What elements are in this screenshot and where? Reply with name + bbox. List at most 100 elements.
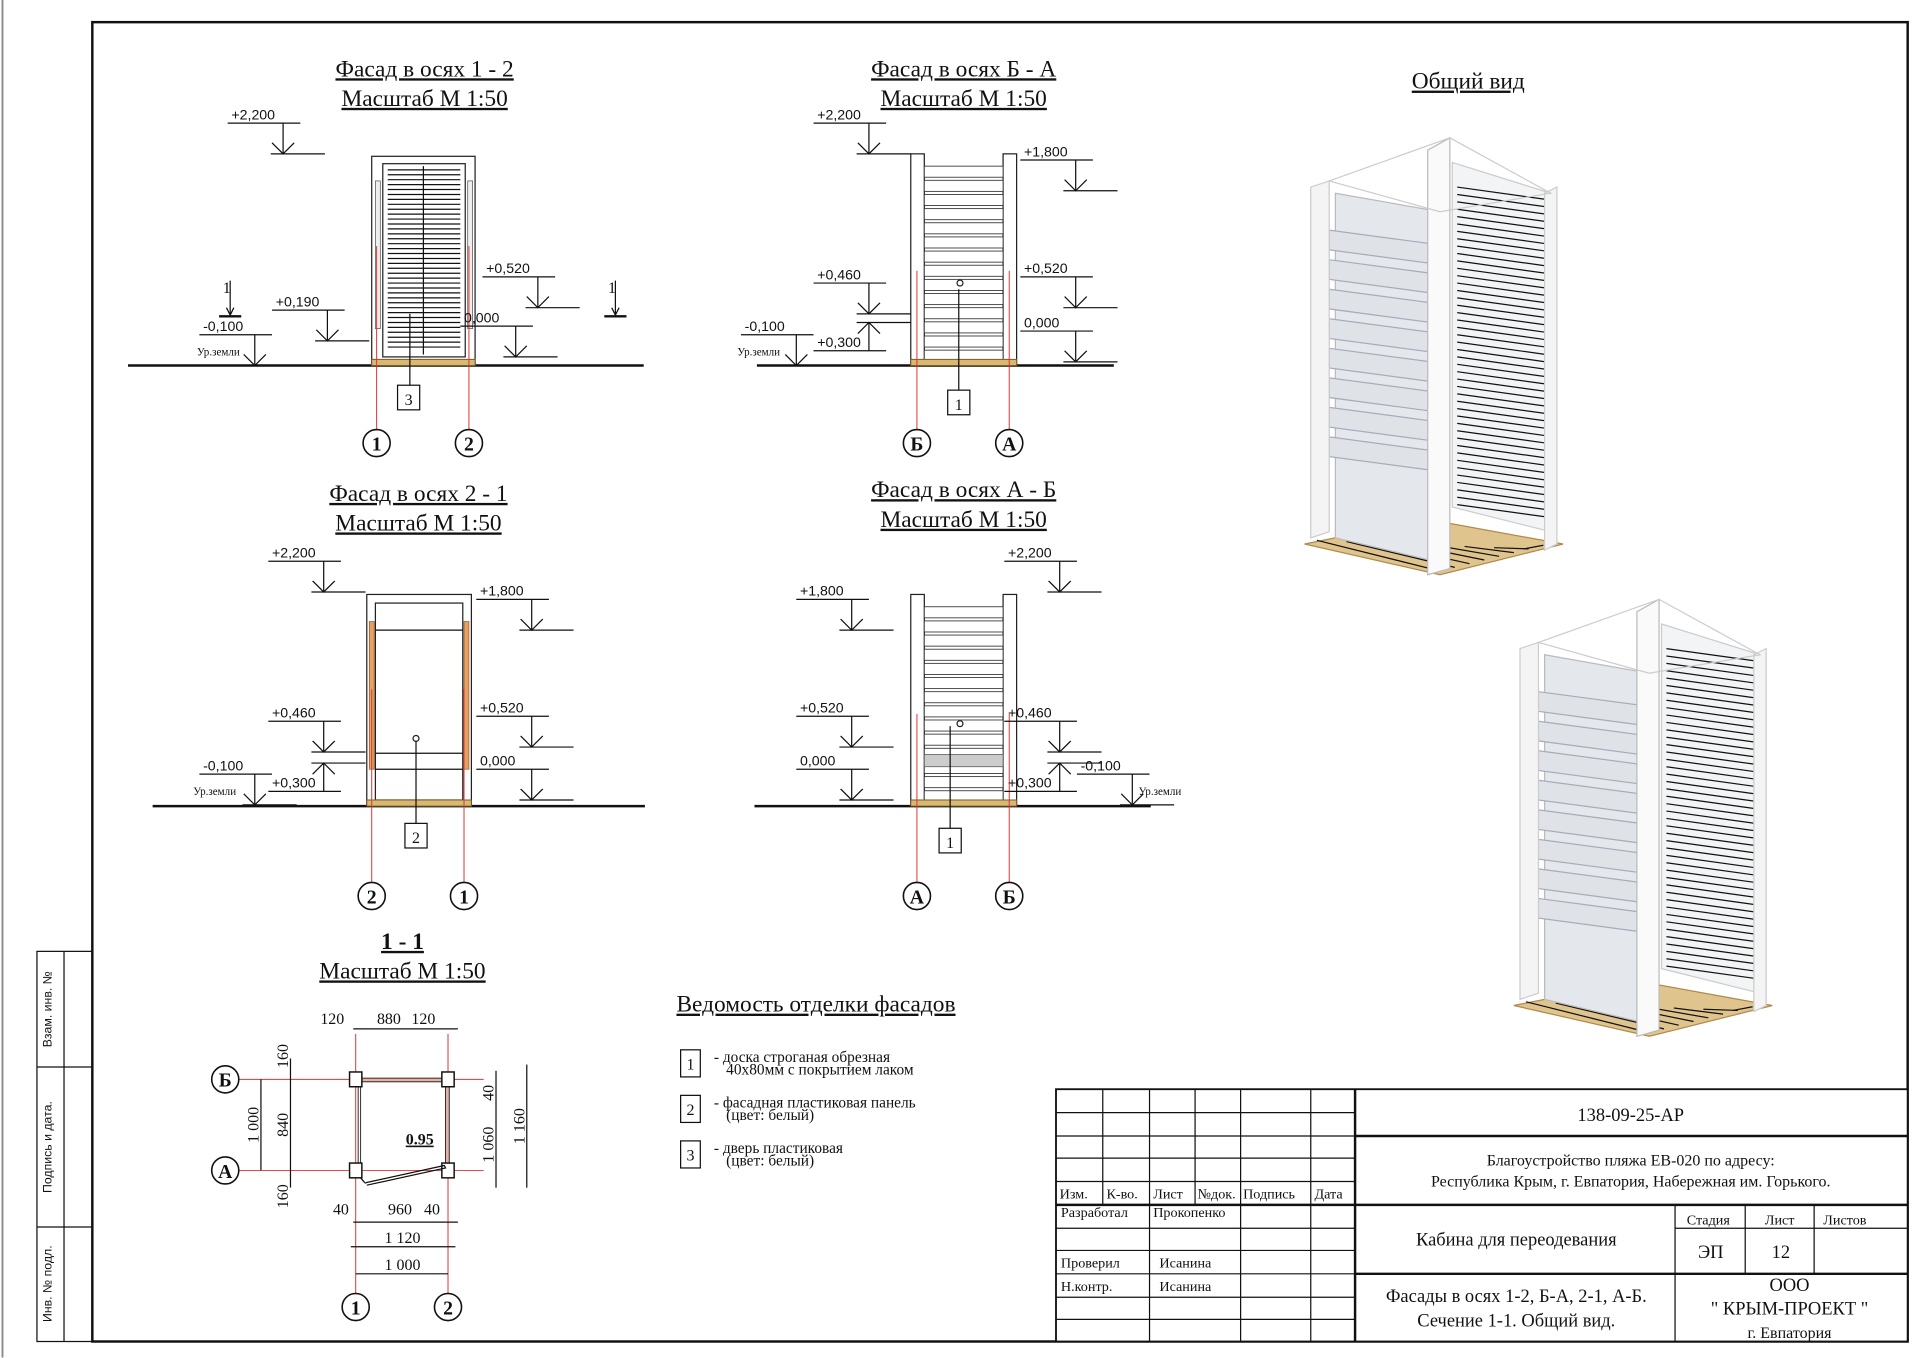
column-header: Изм. (1060, 1187, 1088, 1203)
level-value: +2,200 (1008, 545, 1052, 561)
level-value: 0,000 (1024, 314, 1060, 330)
axis-circle (449, 881, 479, 911)
line (1666, 780, 1756, 795)
level-value: +0,300 (1008, 775, 1052, 791)
axis-label: 1 (351, 1297, 361, 1319)
line (1666, 803, 1756, 817)
axis-marker: 2 (454, 428, 484, 458)
axis-marker: 2 (357, 881, 387, 911)
level-mark: -0,100 (199, 757, 297, 806)
column-header: К-во. (1106, 1187, 1137, 1203)
floor-deck (371, 358, 476, 367)
line (1666, 862, 1756, 876)
legend-text: - фасадная пластиковая панель (714, 1095, 916, 1112)
axis-marker: Б (902, 428, 932, 458)
line (1316, 539, 1441, 572)
level-value: -0,100 (203, 757, 243, 773)
roof-frame (1327, 137, 1553, 213)
callout-number: 3 (405, 392, 413, 409)
axis-marker: Б (210, 1065, 240, 1094)
slat (923, 165, 1004, 178)
line (1666, 891, 1756, 906)
legend-item: 2- фасадная пластиковая панель(цвет: бел… (680, 1095, 916, 1124)
level-value: +0,520 (800, 700, 844, 716)
post (1519, 641, 1540, 1001)
callout-number: 1 (946, 835, 954, 852)
line (1666, 906, 1756, 920)
line (1666, 854, 1756, 869)
dim: 1 120 (384, 1230, 420, 1247)
level-mark: -0,100 (740, 318, 839, 367)
stage-label: Стадия (1687, 1213, 1731, 1229)
level-value: +0,190 (276, 293, 320, 309)
level-mark: 0,000 (476, 753, 574, 801)
line (1666, 817, 1756, 832)
line (1457, 452, 1546, 466)
sheet-contents: Сечение 1-1. Общий вид. (1417, 1311, 1615, 1331)
person-name: Исанина (1159, 1256, 1212, 1272)
floor-deck (910, 799, 1018, 807)
callout-number: 1 (955, 397, 963, 414)
line (1457, 304, 1546, 319)
dim: 1 000 (245, 1107, 262, 1143)
level-value: +0,300 (272, 775, 316, 791)
line (1666, 721, 1756, 736)
line (1457, 230, 1546, 245)
view-scale: Масштаб М 1:50 (881, 86, 1047, 112)
handle (956, 279, 964, 287)
line (1666, 847, 1756, 861)
general-view: Общий вид (1304, 69, 1773, 1038)
axis-label: 2 (443, 1297, 453, 1319)
post (1753, 647, 1767, 1013)
slat (923, 179, 1004, 192)
legend-number-box (680, 1140, 701, 1169)
dim: 960 (388, 1202, 412, 1219)
level-mark: 0,000 (796, 753, 894, 801)
post (1427, 136, 1451, 576)
callout-box (396, 384, 421, 411)
dim: 1 160 (511, 1108, 528, 1144)
dim: 120 (411, 1011, 435, 1028)
person-name: Прокопенко (1153, 1205, 1225, 1221)
axis-circle (994, 428, 1024, 458)
level-mark: +0,520 (796, 700, 894, 748)
level-value: -0,100 (1081, 757, 1121, 773)
level-mark: +0,520 (482, 260, 580, 309)
axis-circle (357, 881, 387, 911)
level-value: +0,300 (817, 334, 861, 350)
line (1457, 363, 1546, 378)
level-value: +1,800 (800, 583, 844, 599)
line (1732, 1006, 1753, 1012)
slat (923, 307, 1004, 320)
organization: " КРЫМ-ПРОЕКТ " (1711, 1298, 1869, 1318)
project-address: Республика Крым, г. Евпатория, Набережна… (1431, 1173, 1831, 1190)
callout-number: 2 (412, 830, 420, 847)
general-view-title: Общий вид (1412, 69, 1525, 95)
line (1666, 839, 1756, 854)
dim: 1 060 (481, 1127, 498, 1163)
legend-text: (цвет: белый) (726, 1153, 814, 1170)
line (1666, 714, 1756, 728)
object-name: Кабина для переодевания (1416, 1230, 1617, 1250)
level-mark: +1,800 (1020, 143, 1118, 192)
axis-label: Б (1003, 886, 1016, 908)
line (1457, 481, 1546, 496)
level-mark: -0,100 (199, 318, 297, 367)
sheet-label: Лист (1765, 1213, 1795, 1229)
project-address: Благоустройство пляжа ЕВ-020 по адресу: (1487, 1153, 1775, 1170)
level-mark: 0,000 (1020, 314, 1118, 363)
slat (923, 293, 1004, 306)
slat (923, 606, 1004, 619)
line (1666, 884, 1756, 898)
column-header: Дата (1314, 1187, 1343, 1203)
stamp-label: Взам. инв. № (41, 971, 55, 1047)
dim: 160 (275, 1184, 292, 1208)
line (1457, 245, 1546, 260)
line (1523, 544, 1544, 550)
line (1457, 467, 1546, 481)
